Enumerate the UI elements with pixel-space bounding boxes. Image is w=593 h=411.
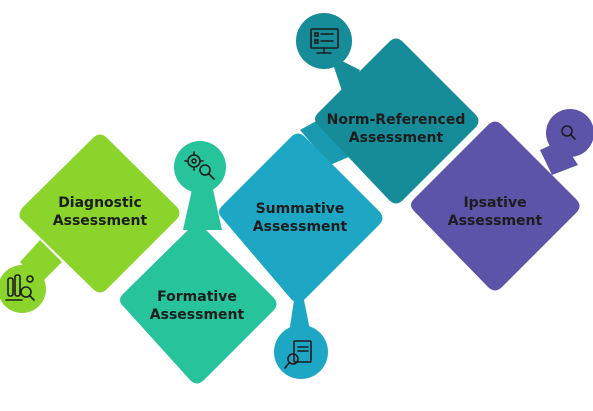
- monitor-checklist-icon: [310, 28, 339, 54]
- test-tubes-magnifier-icon: [5, 274, 35, 301]
- piece-formative: [120, 141, 277, 384]
- piece-summative: [219, 133, 383, 379]
- piece-norm-referenced: [296, 13, 479, 204]
- piece-diagnostic: [0, 134, 180, 313]
- document-magnifier-icon: [284, 340, 312, 369]
- gear-magnifier-icon: [184, 151, 215, 180]
- piece-ipsative: [411, 109, 593, 291]
- magnifier-icon: [561, 125, 576, 140]
